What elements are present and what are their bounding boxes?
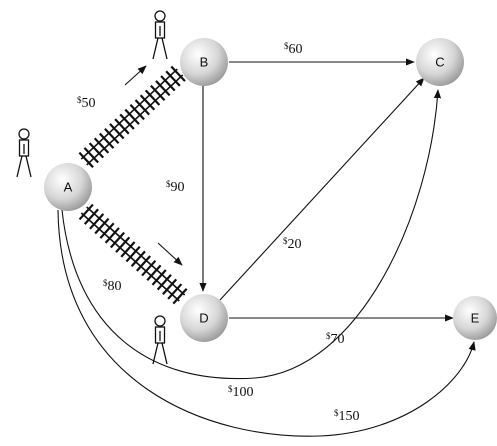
edge-a-e [58, 210, 474, 436]
cost-label-a-d: $80 [103, 278, 122, 294]
cost-label-b-d: $90 [166, 179, 185, 195]
node-d-label: D [199, 311, 208, 326]
node-c: C [416, 38, 464, 86]
cost-label-a-e: $150 [334, 408, 360, 424]
direction-arrows [125, 66, 182, 265]
node-a-label: A [64, 180, 73, 195]
node-e: E [453, 296, 497, 340]
person-icon [153, 316, 167, 364]
edge-d-c [220, 78, 424, 300]
cost-label-a-c: $100 [228, 384, 254, 400]
node-b-label: B [200, 55, 209, 70]
node-e-label: E [471, 311, 480, 326]
railway-track-a-b [79, 66, 185, 167]
node-d: D [180, 294, 228, 342]
cost-label-a-b: $50 [77, 95, 96, 111]
node-a: A [44, 163, 92, 211]
node-b: B [180, 38, 228, 86]
node-c-label: C [435, 55, 444, 70]
person-icon [153, 11, 167, 59]
direction-arrow-to-b [125, 66, 146, 85]
cost-label-d-c: $20 [283, 236, 302, 252]
direction-arrow-to-d [158, 243, 182, 265]
person-icon [17, 129, 31, 177]
cost-label-b-c: $60 [284, 41, 303, 57]
cost-label-d-e: $70 [326, 331, 345, 347]
